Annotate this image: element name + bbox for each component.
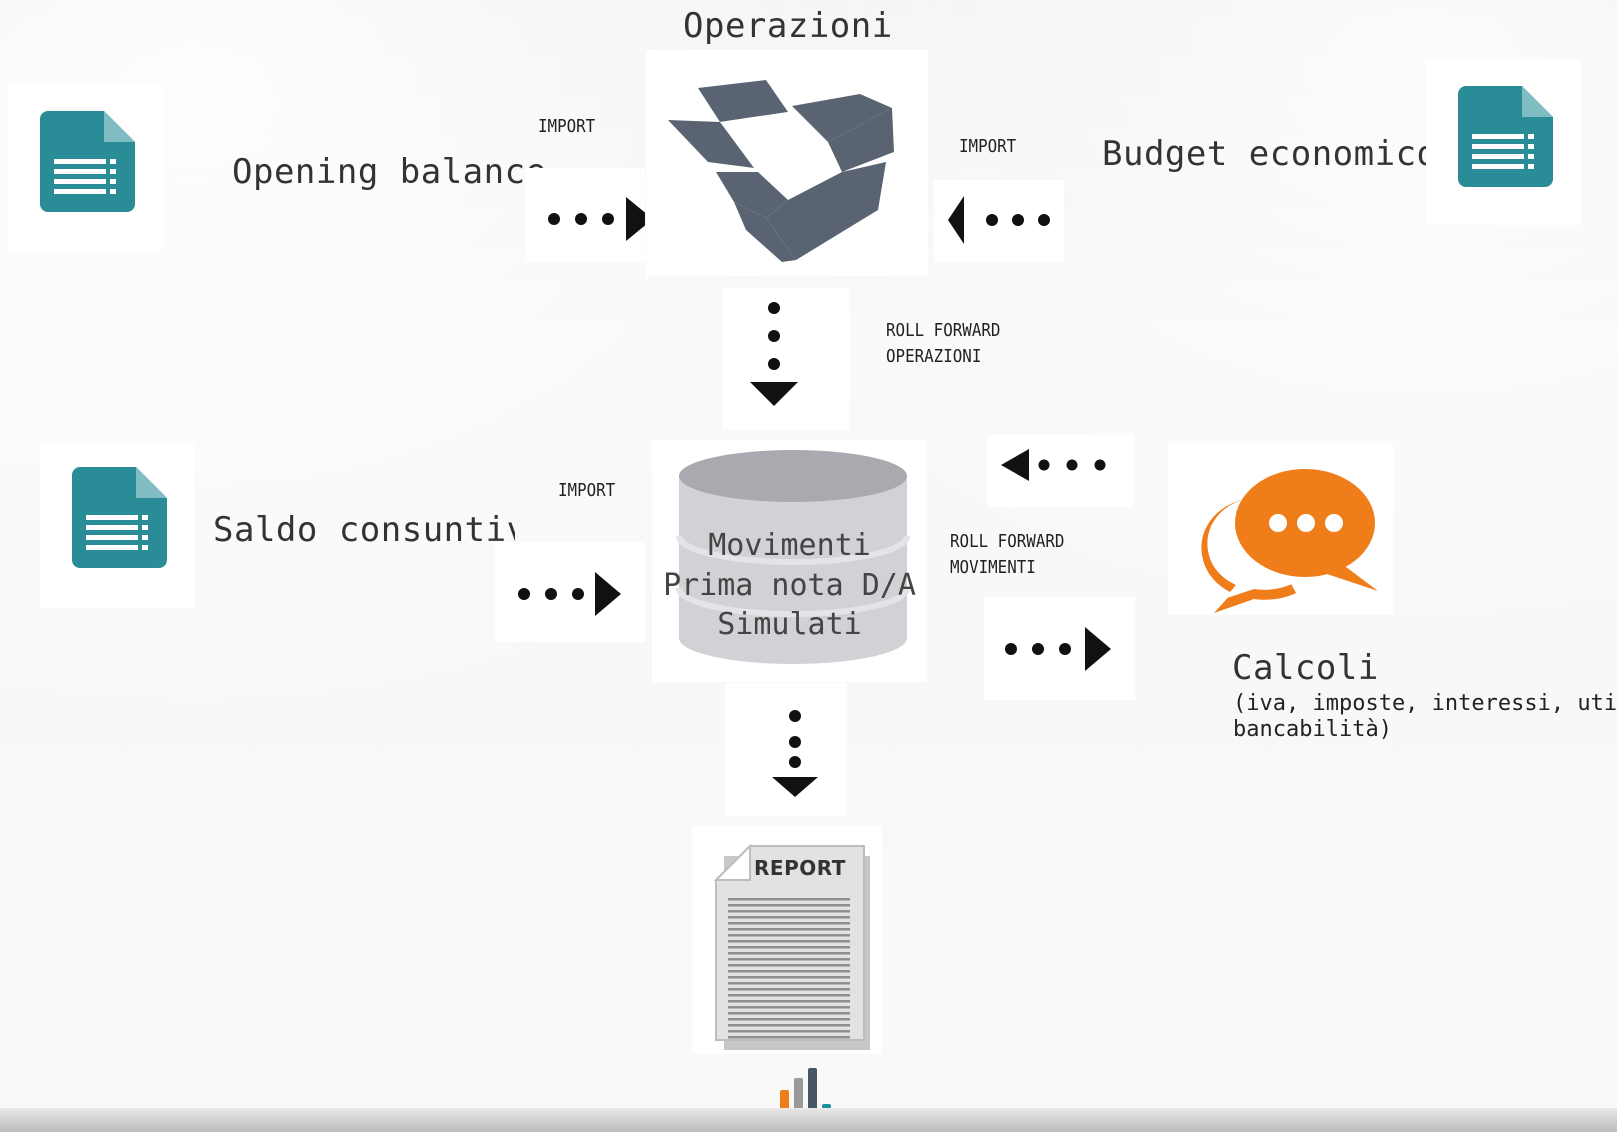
report-text-line bbox=[728, 976, 850, 979]
arrow-right-saldo-tile bbox=[495, 542, 645, 642]
report-text-line bbox=[728, 934, 850, 937]
movimenti-line1: Movimenti bbox=[708, 528, 871, 563]
report-text-line bbox=[728, 1012, 850, 1015]
report-text-line bbox=[728, 982, 850, 985]
report-document-icon bbox=[713, 843, 870, 1050]
arrow-right-icon bbox=[548, 197, 645, 241]
arrow-right-icon bbox=[518, 572, 621, 616]
report-text-line bbox=[728, 1000, 850, 1003]
report-text-line bbox=[728, 1030, 850, 1033]
sheet-document-icon bbox=[1458, 86, 1553, 187]
report-text-line bbox=[728, 1018, 850, 1021]
saldo-consuntivo-label: Saldo consuntivo bbox=[213, 510, 515, 550]
import-budget-label: IMPORT bbox=[959, 136, 1017, 157]
arrow-left-budget-tile bbox=[934, 180, 1064, 262]
movimenti-line3: Simulati bbox=[717, 607, 862, 642]
import-opening-label: IMPORT bbox=[538, 116, 596, 137]
arrow-left-calcoli-tile bbox=[987, 435, 1134, 507]
report-text-line bbox=[728, 964, 850, 967]
saldo-doc-tile bbox=[40, 443, 195, 608]
report-text-line bbox=[728, 988, 850, 991]
report-text-line bbox=[728, 1024, 850, 1027]
movimenti-db-tile: Movimenti Prima nota D/A Simulati bbox=[652, 440, 927, 682]
budget-economico-label: Budget economico bbox=[1102, 134, 1438, 174]
calcoli-detail-line2: bancabilità) bbox=[1233, 717, 1392, 742]
report-label: REPORT bbox=[754, 856, 846, 880]
sheet-document-icon bbox=[40, 111, 135, 212]
report-text-line bbox=[728, 994, 850, 997]
report-text-line bbox=[728, 910, 850, 913]
roll-forward-operazioni-line2: OPERAZIONI bbox=[886, 346, 982, 367]
report-text-line bbox=[728, 898, 850, 901]
report-text-line bbox=[728, 970, 850, 973]
report-text-line bbox=[728, 946, 850, 949]
arrow-down-icon bbox=[772, 710, 818, 797]
calcoli-detail-line1: (iva, imposte, interessi, utile, bbox=[1233, 691, 1617, 716]
arrow-left-icon bbox=[1001, 449, 1106, 481]
import-saldo-label: IMPORT bbox=[558, 480, 616, 501]
arrow-down-operazioni-tile bbox=[723, 288, 849, 430]
budget-doc-tile bbox=[1426, 60, 1581, 225]
open-box-icon bbox=[668, 80, 894, 262]
movimenti-line2: Prima nota D/A bbox=[663, 568, 916, 603]
roll-forward-movimenti-line1: ROLL FORWARD bbox=[950, 531, 1065, 552]
arrow-down-icon bbox=[750, 302, 798, 406]
report-text-line bbox=[728, 928, 850, 931]
report-text-line bbox=[728, 922, 850, 925]
report-text-line bbox=[728, 904, 850, 907]
sheet-document-icon bbox=[72, 467, 167, 568]
calcoli-chat-tile bbox=[1168, 443, 1393, 615]
report-text-line bbox=[728, 916, 850, 919]
report-text-line bbox=[728, 1006, 850, 1009]
report-text-line bbox=[728, 940, 850, 943]
report-text-line bbox=[728, 952, 850, 955]
report-text-line bbox=[728, 1036, 850, 1039]
operazioni-title: Operazioni bbox=[683, 6, 893, 46]
roll-forward-movimenti-line2: MOVIMENTI bbox=[950, 557, 1036, 578]
arrow-left-icon bbox=[948, 196, 1050, 244]
opening-balance-label: Opening balance bbox=[232, 152, 547, 192]
database-cylinder-icon bbox=[676, 450, 910, 664]
footer-bar bbox=[0, 1108, 1617, 1132]
arrow-right-icon bbox=[1005, 627, 1111, 671]
opening-balance-doc-tile bbox=[8, 85, 163, 250]
arrow-down-report-tile bbox=[725, 683, 847, 816]
arrow-right-opening-tile bbox=[525, 168, 645, 262]
arrow-right-movimenti-tile bbox=[984, 597, 1135, 700]
roll-forward-operazioni-line1: ROLL FORWARD bbox=[886, 320, 1001, 341]
report-tile: REPORT bbox=[692, 826, 882, 1054]
chat-bubbles-icon bbox=[1201, 469, 1378, 613]
report-text-line bbox=[728, 958, 850, 961]
operazioni-box-tile bbox=[646, 50, 928, 276]
calcoli-title: Calcoli bbox=[1232, 648, 1379, 688]
